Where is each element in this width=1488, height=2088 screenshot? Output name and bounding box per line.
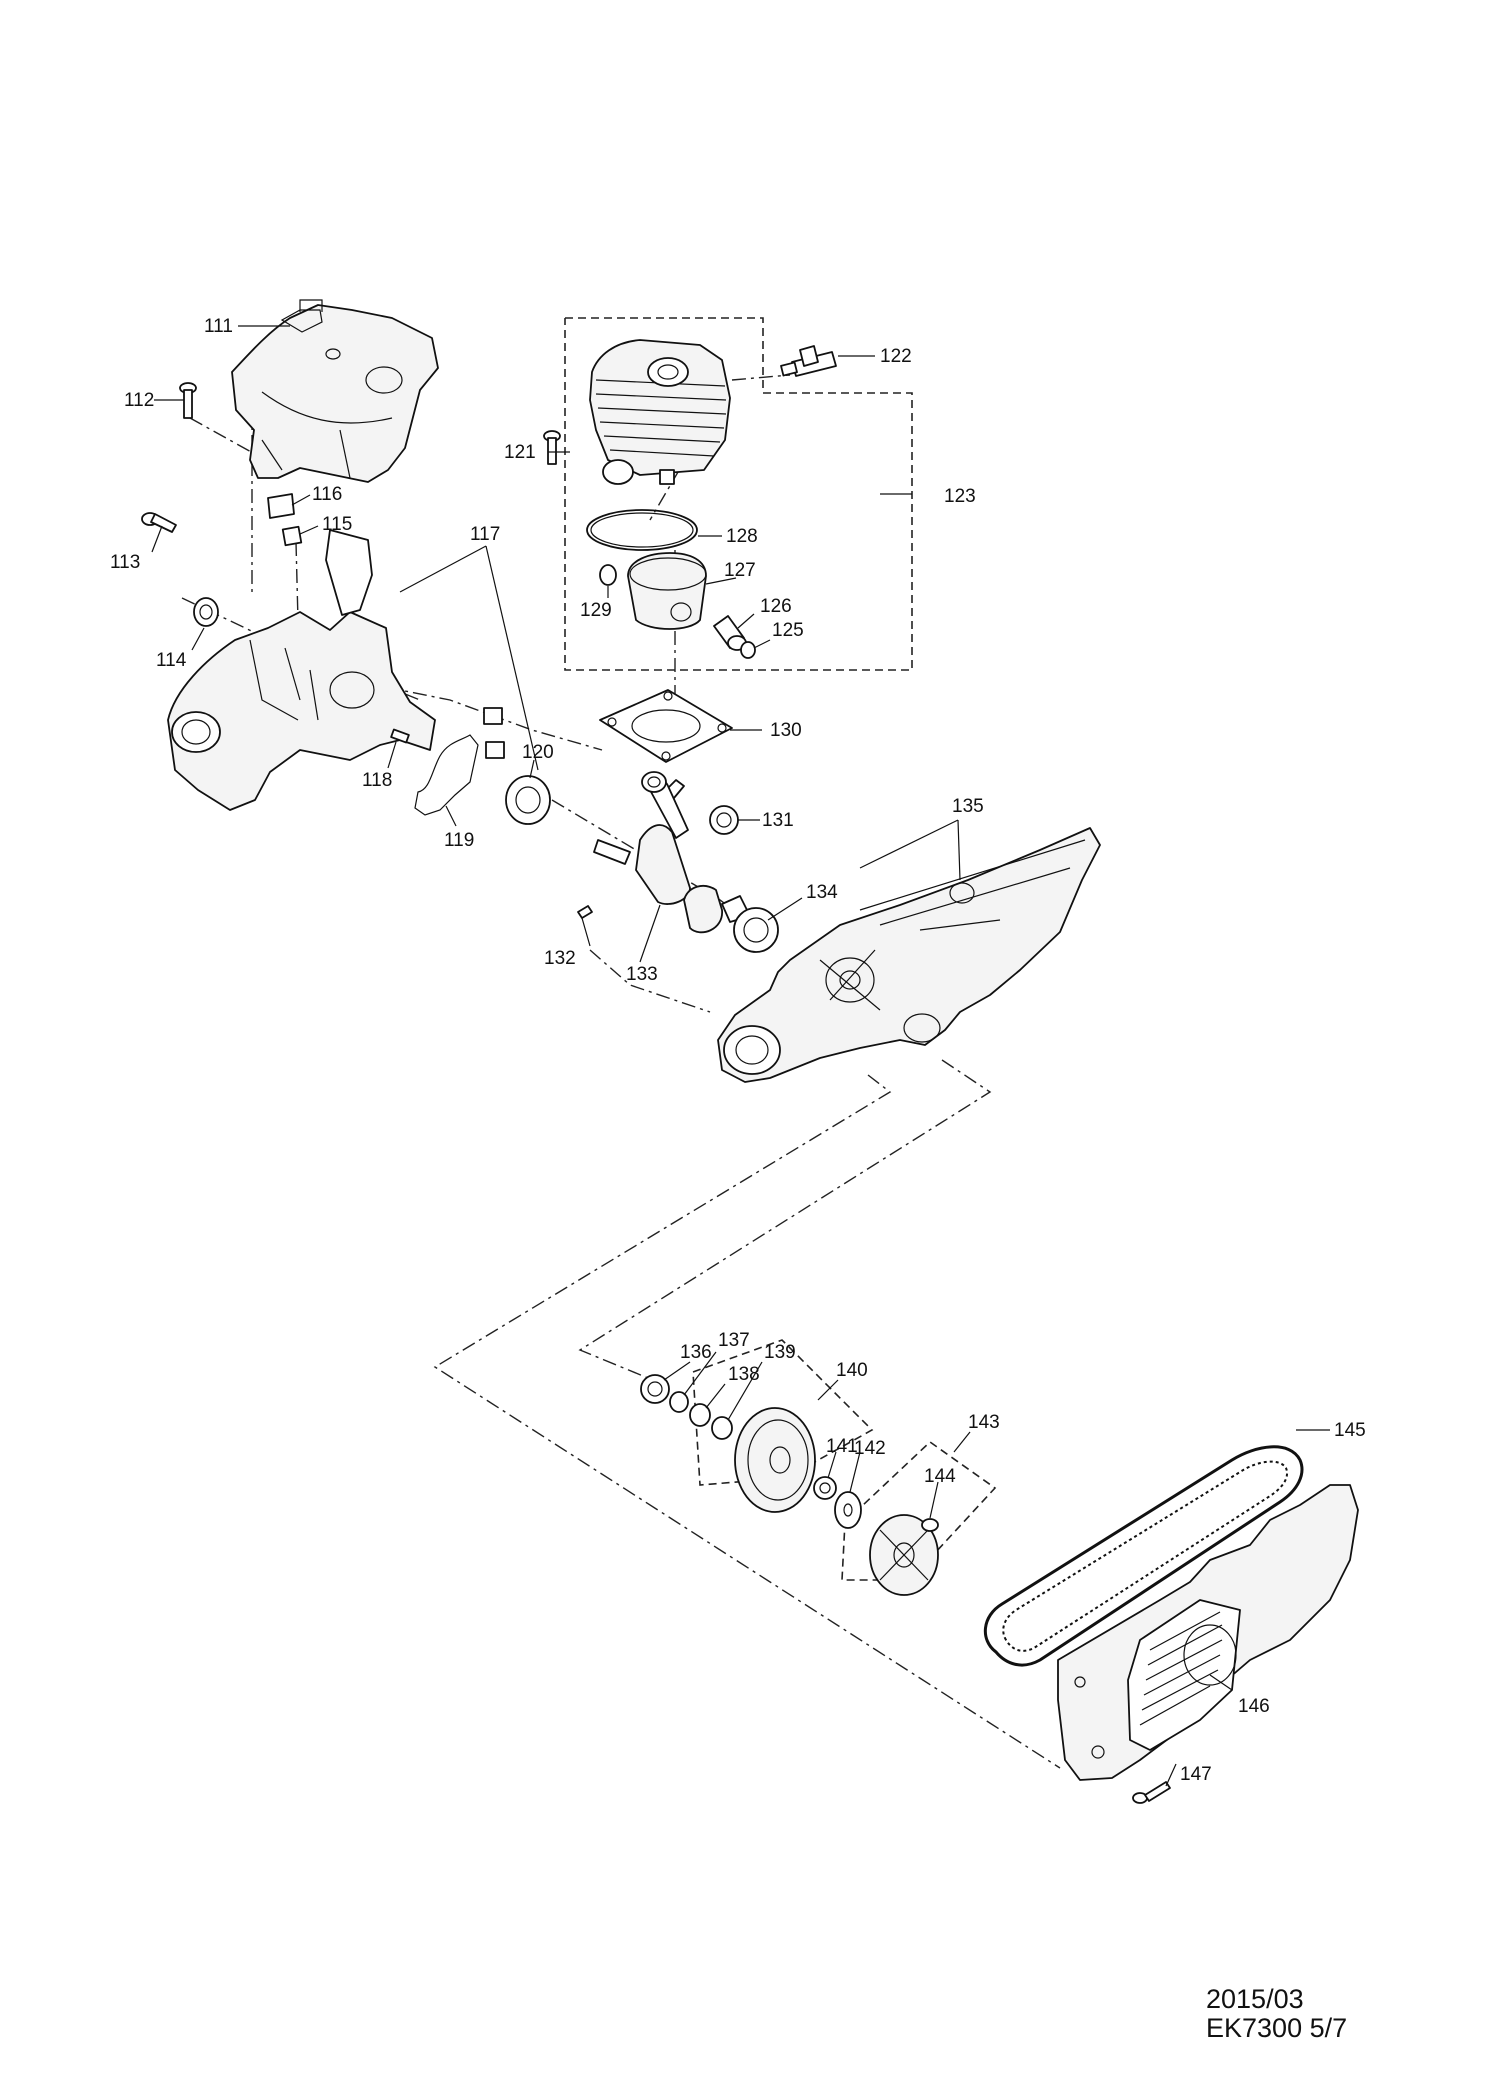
kit-box-143 — [841, 1440, 997, 1581]
label-132: 132 — [544, 948, 576, 969]
ring-137 — [669, 1391, 689, 1413]
label-147: 147 — [1180, 1764, 1212, 1785]
label-133: 133 — [626, 964, 658, 985]
screw-112 — [179, 382, 197, 419]
label-111: 111 — [204, 316, 233, 337]
label-114: 114 — [156, 650, 187, 671]
label-143: 143 — [968, 1412, 1000, 1433]
label-142: 142 — [854, 1438, 886, 1459]
kit-box-123 — [564, 317, 913, 671]
needle-bearing-141 — [813, 1476, 837, 1500]
label-130: 130 — [770, 720, 802, 741]
bearing-120 — [505, 775, 551, 825]
label-131: 131 — [762, 810, 794, 831]
spark-plug-122 — [780, 345, 837, 377]
label-125: 125 — [772, 620, 804, 641]
piston-pin-126 — [713, 615, 747, 651]
label-120: 120 — [522, 742, 554, 763]
label-119: 119 — [444, 830, 474, 851]
part-labels: 111 112 113 114 115 116 117 118 119 120 … — [110, 316, 1366, 1785]
label-139: 139 — [764, 1342, 796, 1363]
label-123: 123 — [944, 486, 976, 507]
label-113: 113 — [110, 552, 140, 573]
bearing-136 — [640, 1374, 670, 1404]
label-144: 144 — [924, 1466, 956, 1487]
washer-139 — [711, 1416, 733, 1440]
label-126: 126 — [760, 596, 792, 617]
bolt-113 — [141, 512, 177, 533]
belt-guard-146 — [1057, 1484, 1359, 1781]
screw-121 — [543, 430, 561, 465]
screw-147 — [1132, 1781, 1171, 1804]
label-146: 146 — [1238, 1696, 1270, 1717]
seal-114 — [193, 597, 219, 627]
label-136: 136 — [680, 1342, 712, 1363]
label-115: 115 — [322, 514, 352, 535]
clutch-143 — [869, 1514, 939, 1596]
crankcase-117 — [167, 529, 436, 811]
spring-144 — [921, 1518, 939, 1532]
clip-129 — [599, 564, 617, 586]
pin-118 — [390, 728, 410, 744]
label-112: 112 — [124, 390, 154, 411]
footer: 2015/03 EK7300 5/7 — [1206, 1985, 1347, 2043]
plate-116 — [267, 493, 295, 519]
label-117: 117 — [470, 524, 500, 545]
washer-138 — [689, 1403, 711, 1427]
top-cover-111 — [231, 299, 439, 483]
clutch-drum-140 — [734, 1407, 816, 1513]
leader-lines — [151, 325, 1330, 1787]
label-127: 127 — [724, 560, 756, 581]
needle-bearing-131 — [709, 805, 739, 835]
label-141: 141 — [826, 1436, 858, 1457]
clip-125 — [740, 641, 756, 659]
piston-ring-128 — [586, 509, 698, 551]
cylinder-123 — [589, 339, 731, 485]
bearing-134 — [733, 907, 779, 953]
piston-127 — [627, 552, 707, 630]
key-132 — [577, 905, 593, 919]
label-140: 140 — [836, 1360, 868, 1381]
label-137: 137 — [718, 1330, 750, 1351]
label-121: 121 — [504, 442, 536, 463]
crankcase-arm-135 — [717, 827, 1101, 1083]
label-116: 116 — [312, 484, 342, 505]
label-135: 135 — [952, 796, 984, 817]
gasket-119 — [414, 734, 479, 816]
label-118: 118 — [362, 770, 392, 791]
washer-142 — [834, 1491, 862, 1529]
label-122: 122 — [880, 346, 912, 367]
nut-115 — [281, 525, 303, 547]
v-belt-145 — [983, 1445, 1304, 1667]
cylinder-gasket-130 — [599, 689, 733, 763]
crankshaft-133 — [593, 771, 751, 934]
kit-box-140 — [692, 1339, 874, 1486]
label-145: 145 — [1334, 1420, 1366, 1441]
footer-model-page: EK7300 5/7 — [1206, 2013, 1348, 2043]
label-129: 129 — [580, 600, 612, 621]
footer-date: 2015/03 — [1206, 1984, 1304, 2014]
label-138: 138 — [728, 1364, 760, 1385]
label-134: 134 — [806, 882, 838, 903]
label-128: 128 — [726, 526, 758, 547]
